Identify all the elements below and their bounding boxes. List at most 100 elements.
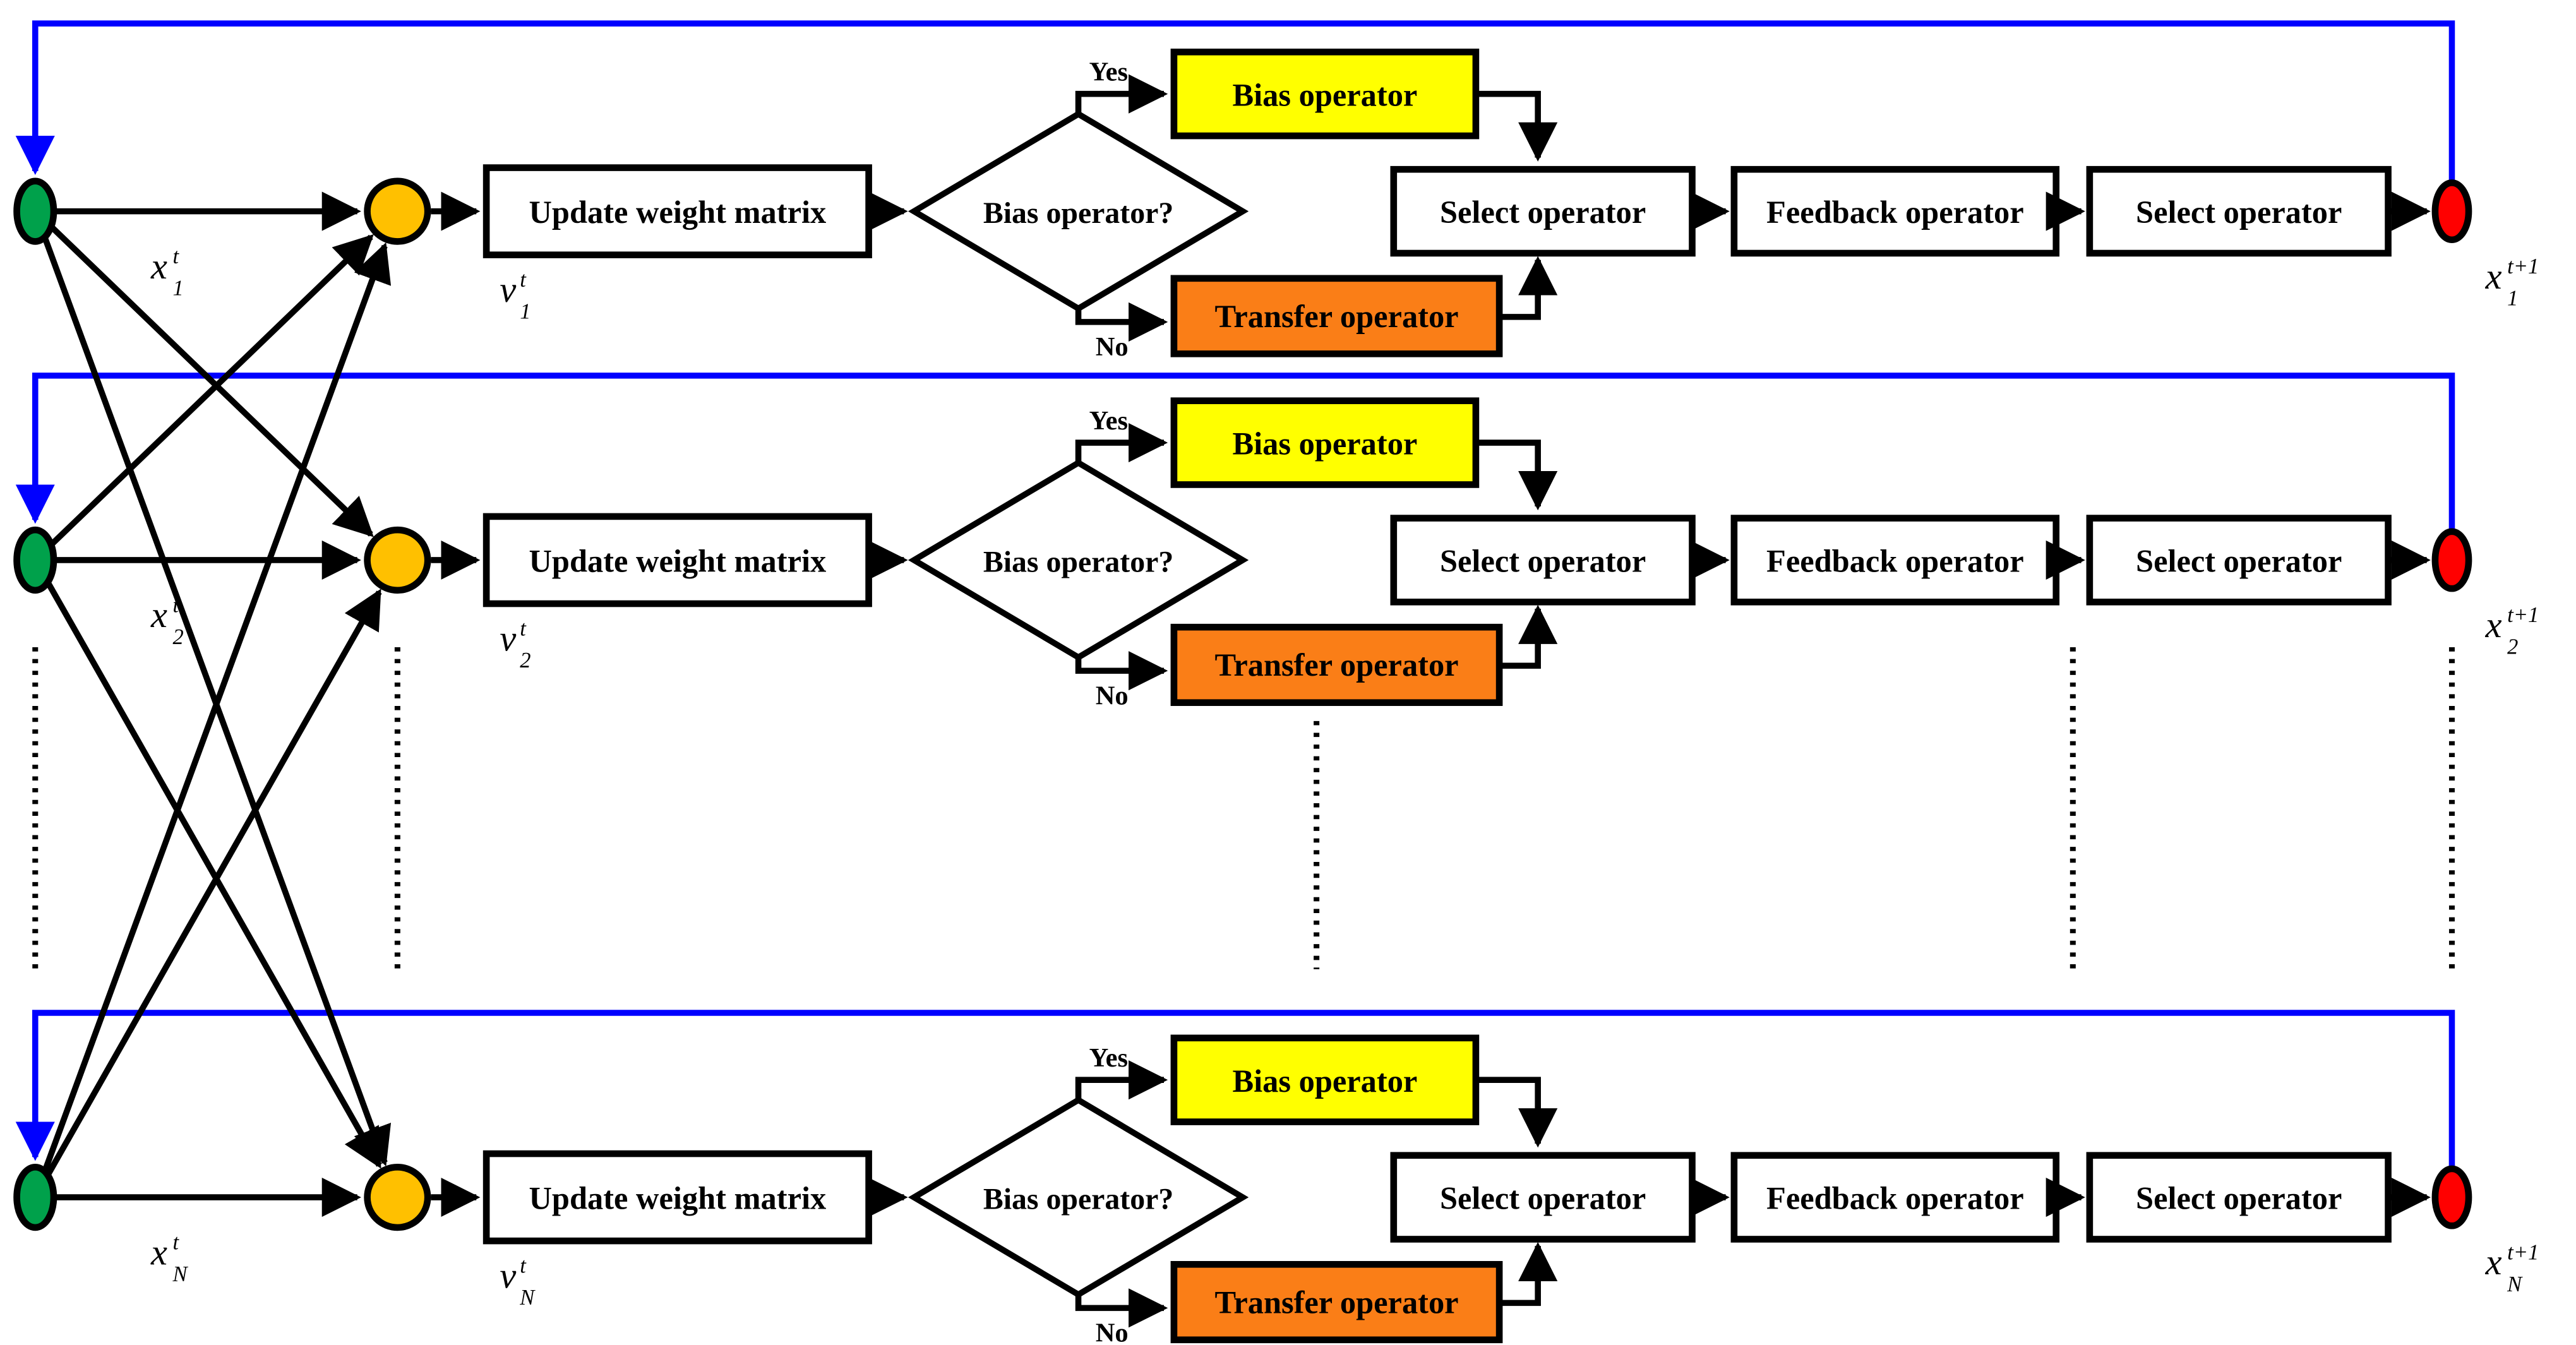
feedback-loop-line-n [15, 1010, 2455, 1169]
crossover-connection [44, 579, 382, 1169]
feedback-loop-line-1 [15, 20, 2455, 183]
no-label: No [1096, 1318, 1129, 1344]
svg-text:N: N [2507, 1272, 2523, 1296]
svg-text:x: x [2485, 256, 2502, 297]
svg-text:t+1: t+1 [2507, 254, 2539, 278]
svg-text:x: x [2485, 604, 2502, 645]
yes-label: Yes [1089, 57, 1128, 87]
select-operator-box [1390, 165, 1696, 257]
transfer-operator-label: Transfer operator [1214, 299, 1458, 334]
svg-text:v: v [500, 1255, 516, 1296]
transfer-operator-label: Transfer operator [1214, 647, 1458, 683]
svg-text:2: 2 [520, 649, 530, 672]
crossover-connections [40, 225, 392, 1179]
feedback-operator-label: Feedback operator [1766, 544, 2024, 579]
yes-branch [1075, 423, 1168, 463]
svg-text:x: x [150, 1231, 167, 1272]
svg-text:2: 2 [173, 625, 184, 649]
decision-diamond [908, 1096, 1249, 1298]
weight-label: v t 1 [500, 268, 530, 323]
svg-text:t: t [520, 1254, 527, 1278]
input-label: x t N [150, 1230, 189, 1286]
transfer-operator-box [1170, 623, 1503, 707]
sum-node [364, 526, 431, 594]
flow-elbow-arrow [1475, 439, 1558, 511]
svg-text:N: N [519, 1286, 536, 1310]
update-weight-box [482, 1150, 872, 1245]
select-operator-label: Select operator [1440, 194, 1646, 230]
svg-text:1: 1 [2507, 286, 2518, 310]
select-operator-label: Select operator [1440, 544, 1646, 579]
feedback-operator-box [1730, 515, 2060, 606]
update-weight-box [482, 513, 872, 607]
decision-diamond [908, 459, 1249, 661]
flow-elbow-arrow [1499, 256, 1558, 320]
crossover-connection [40, 242, 392, 1176]
crossover-connection [50, 234, 374, 546]
select-operator-box [1390, 1152, 1696, 1243]
svg-text:t: t [173, 244, 180, 268]
update-weight-label: Update weight matrix [529, 194, 827, 230]
crossover-connection [40, 232, 392, 1166]
output-label: x t+1 2 [2485, 603, 2539, 659]
transfer-operator-box [1170, 1261, 1503, 1344]
svg-text:t: t [520, 268, 527, 292]
sum-node [364, 177, 431, 245]
svg-text:t+1: t+1 [2507, 1240, 2539, 1264]
svg-text:1: 1 [520, 300, 530, 324]
output-label: x t+1 N [2485, 1240, 2539, 1296]
output-node [2431, 1165, 2472, 1229]
weight-label: v t 2 [500, 616, 530, 672]
select-operator-label: Select operator [1440, 1181, 1646, 1216]
feedback-operator-box [1730, 165, 2060, 257]
no-label: No [1096, 681, 1129, 710]
weight-label: v t N [500, 1254, 536, 1310]
flow-elbow-arrow [1475, 90, 1558, 162]
feedback-loops [15, 20, 2455, 1169]
no-branch [1075, 302, 1168, 342]
svg-text:t: t [520, 616, 527, 640]
flow-elbow-arrow [1499, 1241, 1558, 1306]
start-node [13, 526, 57, 594]
start-node [13, 177, 57, 245]
bias-operator-label: Bias operator [1233, 77, 1418, 112]
svg-text:x: x [150, 246, 167, 287]
bias-operator-box [1170, 49, 1480, 140]
bias-operator-label: Bias operator [1233, 1063, 1418, 1099]
output-node [2431, 179, 2472, 244]
crossover-connection [50, 225, 374, 537]
feedback-operator-label: Feedback operator [1766, 1181, 2024, 1216]
input-label: x t 1 [150, 244, 184, 300]
decision-diamond [908, 111, 1249, 313]
yes-branch [1075, 1060, 1168, 1101]
yes-label: Yes [1089, 406, 1128, 436]
decision-label: Bias operator? [983, 546, 1173, 579]
svg-text:x: x [2485, 1241, 2502, 1282]
crossover-connection [44, 589, 382, 1179]
yes-branch [1075, 74, 1168, 114]
svg-text:t+1: t+1 [2507, 603, 2539, 627]
no-label: No [1096, 332, 1129, 362]
svg-text:v: v [500, 269, 516, 310]
update-weight-label: Update weight matrix [529, 544, 827, 579]
output-node [2431, 528, 2472, 592]
select-operator-box-2 [2086, 165, 2392, 257]
svg-text:t: t [173, 593, 180, 617]
select-operator-label-2: Select operator [2136, 544, 2342, 579]
decision-label: Bias operator? [983, 196, 1173, 230]
flow-elbow-arrow [1499, 604, 1558, 669]
svg-text:2: 2 [2507, 635, 2518, 659]
start-node [13, 1163, 57, 1231]
output-label: x t+1 1 [2485, 254, 2539, 310]
no-branch [1075, 651, 1168, 691]
svg-text:x: x [150, 594, 167, 635]
decision-label: Bias operator? [983, 1183, 1173, 1216]
feedback-operator-box [1730, 1152, 2060, 1243]
svg-text:v: v [500, 618, 516, 659]
svg-text:t: t [173, 1230, 180, 1254]
yes-label: Yes [1089, 1043, 1128, 1073]
bias-operator-label: Bias operator [1233, 426, 1418, 462]
feedback-operator-label: Feedback operator [1766, 194, 2024, 230]
